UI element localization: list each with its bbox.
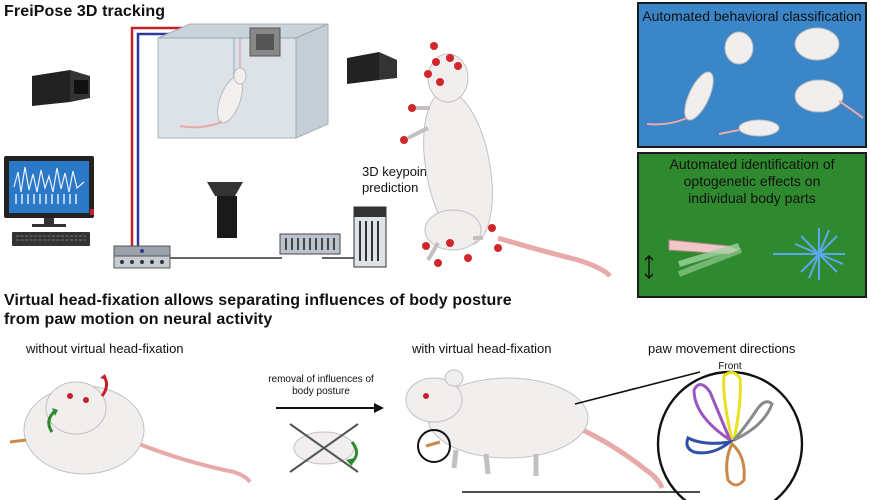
monitor-icon: [4, 156, 94, 246]
directions-label: paw movement directions: [648, 341, 796, 356]
daq-box: [113, 245, 171, 269]
switch-device: [279, 233, 341, 255]
without-fixation-label: without virtual head-fixation: [26, 341, 184, 356]
crossed-rat-icon: [289, 423, 359, 473]
limb-illustration: [644, 228, 845, 280]
optogenetic-panel: Automated identification of optogenetic …: [637, 152, 867, 298]
arrow-right-icon: [276, 403, 384, 413]
rat-icon: [405, 369, 665, 490]
optogenetic-panel-title: Automated identification of optogenetic …: [669, 156, 835, 206]
with-fixation-label: with virtual head-fixation: [412, 341, 552, 356]
rat-icon: [646, 27, 864, 137]
behavior-panel-title: Automated behavioral classification: [642, 8, 862, 24]
front-label: Front: [718, 361, 742, 372]
top-section-title: FreiPose 3D tracking: [4, 3, 166, 20]
paw-direction-plot: [656, 370, 804, 500]
removal-label: removal of influences of body posture: [268, 374, 374, 397]
behavior-classification-panel: Automated behavioral classification: [637, 2, 867, 148]
server-icon: [353, 206, 387, 268]
rat-icon: [9, 374, 252, 484]
arena-box: [157, 23, 329, 139]
camera-icon: [207, 182, 243, 238]
rat-icon: [400, 42, 612, 278]
keypoint-label: 3D keypoint prediction: [362, 164, 431, 195]
camera-icon: [32, 70, 90, 106]
bottom-section-title: Virtual head-fixation allows separating …: [4, 292, 512, 328]
camera-icon: [347, 52, 397, 84]
